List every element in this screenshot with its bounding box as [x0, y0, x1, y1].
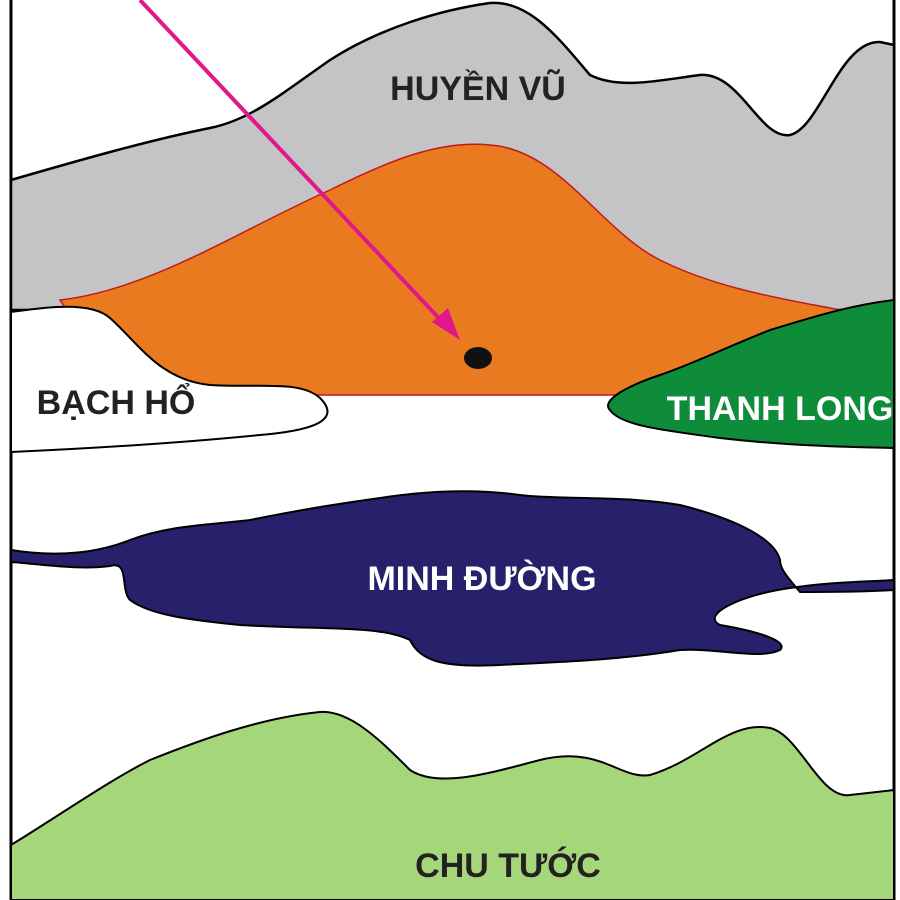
- left-hill-shape: [10, 305, 329, 454]
- label-huyen-vu: HUYỀN VŨ: [390, 70, 566, 108]
- label-minh-duong: MINH ĐƯỜNG: [367, 560, 596, 598]
- label-thanh-long: THANH LONG: [667, 390, 894, 428]
- arrow-head: [432, 308, 460, 340]
- arrow-line: [138, 0, 452, 332]
- center-hill-shape: [58, 143, 841, 396]
- bottom-mountain-shape: [10, 710, 895, 900]
- right-hill-shape: [607, 298, 895, 450]
- label-bach-ho: BẠCH HỔ: [37, 384, 196, 422]
- label-chu-tuoc: CHU TƯỚC: [415, 847, 601, 885]
- center-lake-shape: [10, 490, 895, 667]
- center-point: [464, 347, 492, 369]
